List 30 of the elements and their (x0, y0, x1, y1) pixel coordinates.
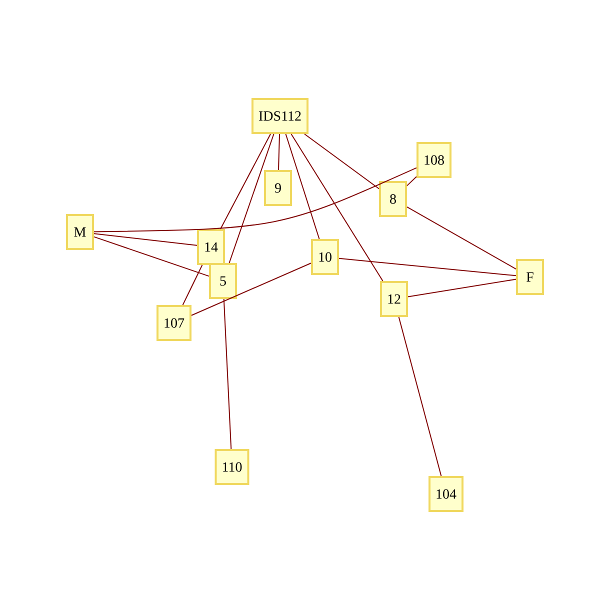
node-box: 8 (379, 181, 407, 217)
connector-line (290, 134, 384, 282)
connector-line (406, 206, 516, 270)
connector-line (191, 262, 312, 316)
node-box: F (516, 259, 544, 295)
connector-line (182, 264, 203, 306)
connector-line (408, 278, 516, 298)
connector-line (94, 167, 417, 232)
node-box: IDS112 (251, 98, 309, 134)
connector-line (223, 298, 232, 450)
node-box: 5 (209, 263, 237, 299)
connector-line (228, 134, 274, 264)
node-box: 9 (264, 170, 292, 206)
node-box: 108 (416, 142, 452, 178)
node-box: 110 (214, 449, 250, 485)
node-box: 14 (197, 229, 225, 265)
connector-line (94, 233, 198, 246)
connector-line (304, 134, 380, 190)
node-box: M (66, 214, 94, 250)
connector-line (406, 176, 417, 186)
connector-line (220, 134, 272, 230)
node-box: 10 (311, 239, 339, 275)
node-box: 104 (428, 476, 464, 512)
node-box: 107 (156, 305, 192, 341)
connector-line (285, 134, 320, 240)
connector-line (94, 236, 210, 277)
node-box: 12 (380, 281, 408, 317)
connector-line (278, 134, 280, 170)
connector-line (338, 258, 516, 276)
connector-line (398, 316, 442, 476)
